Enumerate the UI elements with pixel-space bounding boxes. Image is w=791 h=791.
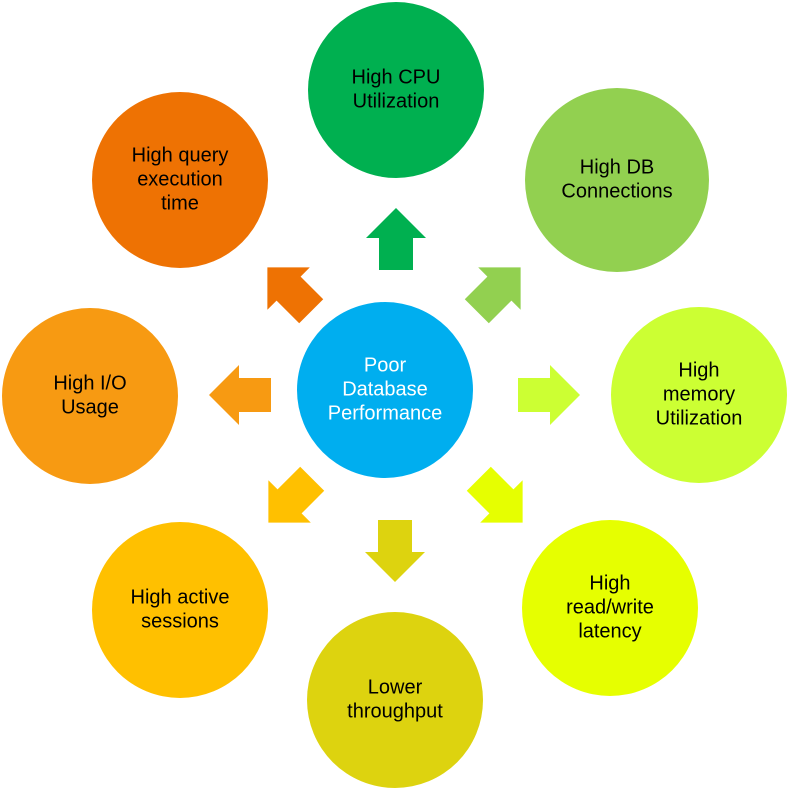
node-sessions-label-line: High active [131, 586, 230, 608]
arrow-to-sessions [268, 466, 325, 523]
node-cpu-label-line: High CPU [352, 66, 441, 88]
center-node-label-line: Database [342, 378, 428, 400]
node-memory-label-line: Utilization [656, 407, 743, 429]
node-cpu-circle [308, 2, 484, 178]
node-sessions-label-line: sessions [141, 610, 219, 632]
node-throughput-circle [307, 612, 483, 788]
node-io-label-line: Usage [61, 396, 119, 418]
node-throughput-label-line: Lower [368, 676, 423, 698]
arrow-to-latency [466, 466, 523, 523]
node-throughput-label-line: throughput [347, 700, 443, 722]
node-connections-label-line: Connections [561, 180, 672, 202]
node-connections-circle [525, 88, 709, 272]
node-connections-label-line: High DB [580, 156, 654, 178]
arrow-to-cpu [366, 208, 426, 270]
center-node-label-line: Poor [364, 354, 407, 376]
node-sessions-circle [92, 522, 268, 698]
node-latency-label-line: High [589, 572, 630, 594]
node-latency-circle [522, 520, 698, 696]
node-io-circle [2, 308, 178, 484]
node-memory-label-line: memory [663, 383, 735, 405]
arrow-to-query [267, 267, 324, 324]
center-node-circle [297, 302, 473, 478]
arrow-to-memory [518, 365, 580, 425]
node-latency-label-line: latency [578, 620, 641, 642]
node-io-label-line: High I/O [53, 372, 126, 394]
node-memory-circle [611, 307, 787, 483]
arrow-to-io [209, 365, 271, 425]
node-latency-label-line: read/write [566, 596, 654, 618]
node-query-label-line: execution [137, 168, 223, 190]
arrow-to-connections [464, 267, 521, 324]
node-memory-label-line: High [678, 359, 719, 381]
node-query-label-line: High query [132, 144, 229, 166]
node-query-label-line: time [161, 192, 199, 214]
arrow-to-throughput [365, 520, 425, 582]
node-cpu-label-line: Utilization [353, 90, 440, 112]
node-query-circle [92, 92, 268, 268]
center-node-label-line: Performance [328, 402, 443, 424]
